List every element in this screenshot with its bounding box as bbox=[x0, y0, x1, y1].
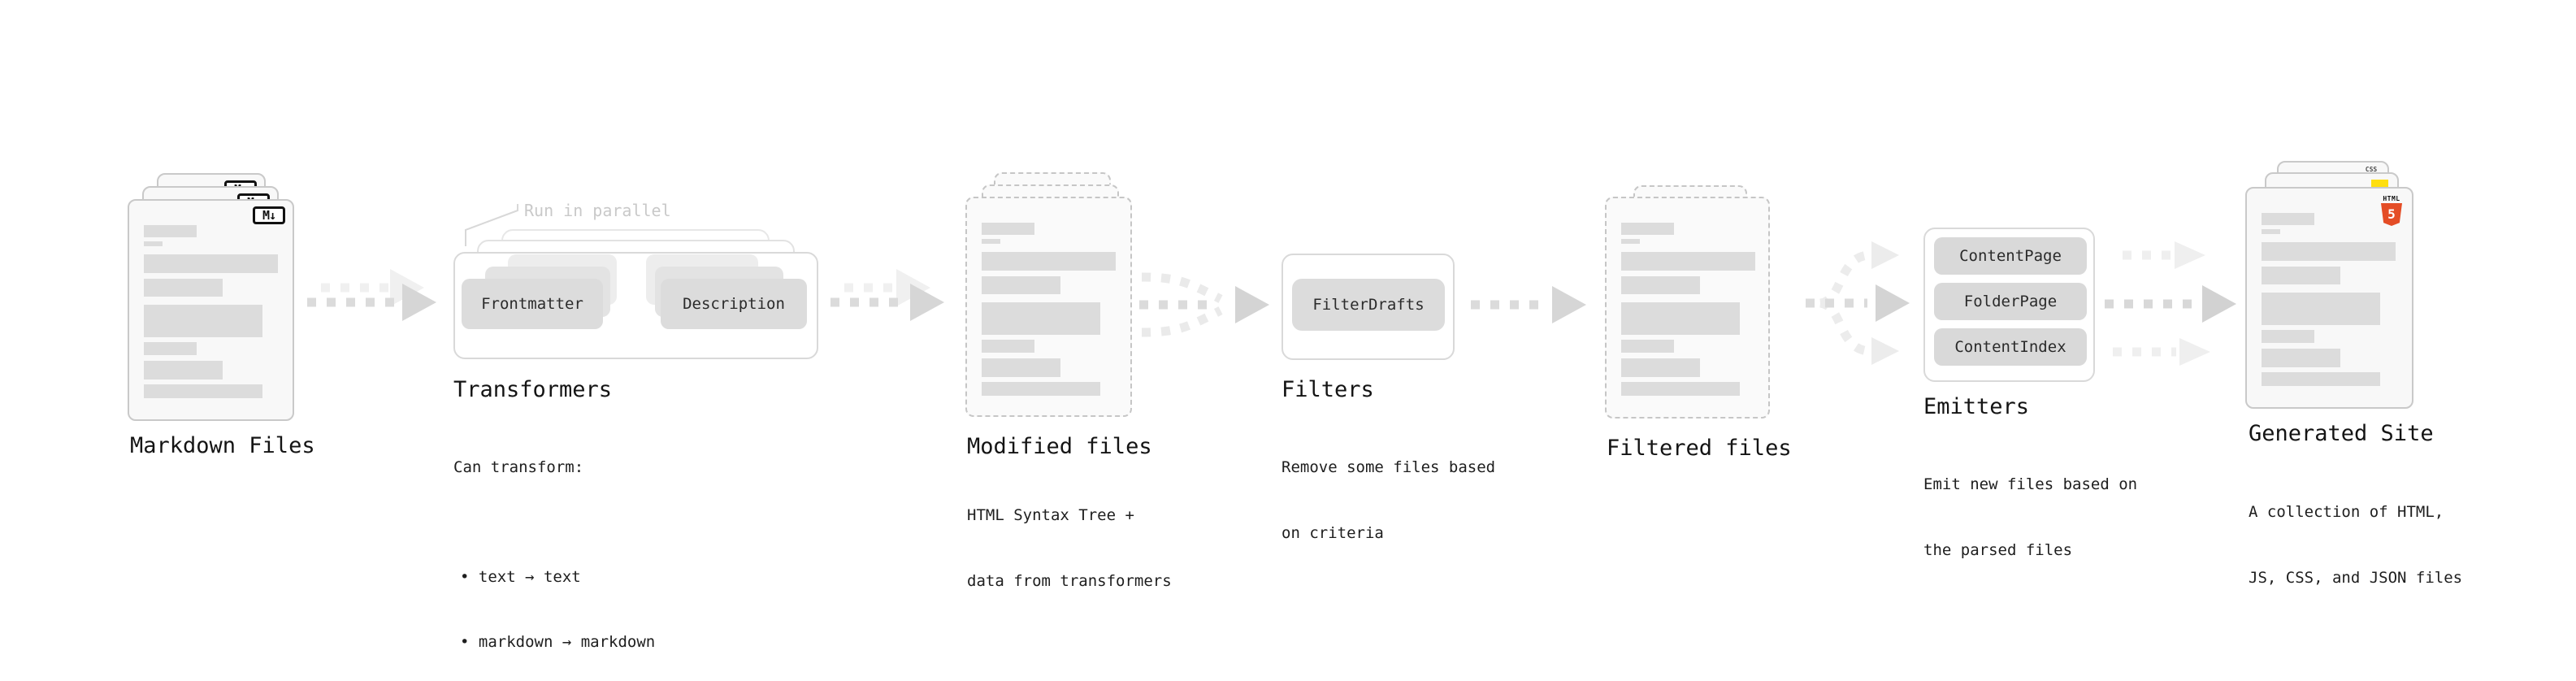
skeleton-bar bbox=[2262, 229, 2280, 234]
arrow-transformers-to-modified bbox=[830, 269, 944, 321]
modified-files-description: HTML Syntax Tree + data from transformer… bbox=[967, 461, 1172, 636]
run-in-parallel-annotation: Run in parallel bbox=[524, 201, 671, 220]
skeleton-bar bbox=[982, 223, 1034, 235]
transformer-node-frontmatter: Frontmatter bbox=[462, 279, 603, 329]
markdown-icon: M↓ bbox=[253, 206, 285, 224]
skeleton-bar bbox=[2262, 293, 2380, 325]
desc-line: JS, CSS, and JSON files bbox=[2249, 569, 2463, 587]
transformers-desc-heading: Can transform: bbox=[453, 458, 584, 476]
stage-label-generated-site: Generated Site bbox=[2249, 421, 2434, 446]
skeleton-bar bbox=[982, 252, 1116, 271]
skeleton-bar bbox=[144, 361, 223, 380]
skeleton-bar bbox=[144, 384, 262, 398]
skeleton-bar bbox=[144, 225, 197, 237]
bullet-item: • markdown → markdown bbox=[460, 633, 656, 651]
skeleton-bar bbox=[2262, 349, 2340, 367]
stage-label-transformers: Transformers bbox=[453, 377, 613, 402]
skeleton-bar bbox=[982, 382, 1100, 396]
skeleton-bar bbox=[1621, 358, 1700, 377]
emitters-description: Emit new files based on the parsed files bbox=[1923, 430, 2137, 605]
transformers-description: Can transform: • text → text • markdown … bbox=[453, 413, 655, 681]
file-content-skeleton bbox=[982, 223, 1116, 396]
skeleton-bar bbox=[982, 276, 1060, 294]
skeleton-bar bbox=[1621, 382, 1740, 396]
stage-label-emitters: Emitters bbox=[1923, 394, 2030, 419]
modified-file-front bbox=[965, 197, 1132, 417]
stage-label-markdown-files: Markdown Files bbox=[130, 433, 315, 458]
desc-line: A collection of HTML, bbox=[2249, 503, 2444, 521]
emitter-node-folderpage: FolderPage bbox=[1934, 283, 2087, 320]
desc-line: on criteria bbox=[1281, 524, 1384, 542]
file-content-skeleton bbox=[2262, 213, 2396, 386]
skeleton-bar bbox=[982, 358, 1060, 377]
skeleton-bar bbox=[1621, 239, 1640, 244]
stage-label-filters: Filters bbox=[1281, 377, 1374, 402]
skeleton-bar bbox=[2262, 330, 2314, 343]
desc-line: Remove some files based bbox=[1281, 458, 1496, 476]
emitter-node-contentpage: ContentPage bbox=[1934, 237, 2087, 275]
skeleton-bar bbox=[144, 279, 223, 297]
skeleton-bar bbox=[2262, 242, 2396, 261]
skeleton-bar bbox=[144, 305, 262, 337]
generated-site-description: A collection of HTML, JS, CSS, and JSON … bbox=[2249, 458, 2462, 633]
skeleton-bar bbox=[1621, 276, 1700, 294]
transformers-bullet-list: • text → text • markdown → markdown • ht… bbox=[453, 523, 655, 681]
bullet-item: • text → text bbox=[460, 568, 581, 586]
generated-file-html: HTML 5 bbox=[2245, 187, 2413, 409]
skeleton-bar bbox=[1621, 302, 1740, 335]
skeleton-bar bbox=[1621, 340, 1674, 353]
desc-line: data from transformers bbox=[967, 572, 1172, 590]
stage-label-filtered-files: Filtered files bbox=[1607, 436, 1792, 461]
desc-line: the parsed files bbox=[1923, 541, 2073, 559]
markdown-file-front: M↓ bbox=[128, 199, 294, 421]
html5-icon: HTML 5 bbox=[2381, 195, 2402, 226]
arrow-emitters-to-generated bbox=[2105, 241, 2236, 366]
filters-description: Remove some files based on criteria bbox=[1281, 413, 1495, 588]
arrow-filters-to-filtered bbox=[1471, 286, 1586, 323]
desc-line: Emit new files based on bbox=[1923, 475, 2138, 493]
skeleton-bar bbox=[2262, 213, 2314, 225]
desc-line: HTML Syntax Tree + bbox=[967, 506, 1134, 524]
file-content-skeleton bbox=[1621, 223, 1755, 396]
skeleton-bar bbox=[144, 241, 163, 246]
skeleton-bar bbox=[2262, 267, 2340, 284]
skeleton-bar bbox=[982, 239, 1000, 244]
filtered-file-front bbox=[1605, 197, 1770, 419]
skeleton-bar bbox=[144, 254, 278, 273]
skeleton-bar bbox=[2262, 372, 2380, 386]
skeleton-bar bbox=[982, 340, 1034, 353]
file-content-skeleton bbox=[144, 225, 278, 398]
skeleton-bar bbox=[1621, 223, 1674, 235]
arrow-markdown-to-transformers bbox=[307, 269, 436, 321]
stage-label-modified-files: Modified files bbox=[967, 434, 1152, 459]
transformer-node-description: Description bbox=[661, 279, 807, 329]
skeleton-bar bbox=[982, 302, 1100, 335]
skeleton-bar bbox=[1621, 252, 1755, 271]
emitter-node-contentindex: ContentIndex bbox=[1934, 328, 2087, 366]
arrow-modified-to-filters-merge bbox=[1139, 272, 1269, 337]
filter-node-filterdrafts: FilterDrafts bbox=[1292, 279, 1445, 331]
arrow-filtered-to-emitters-fanout bbox=[1806, 241, 1910, 365]
skeleton-bar bbox=[144, 342, 197, 355]
